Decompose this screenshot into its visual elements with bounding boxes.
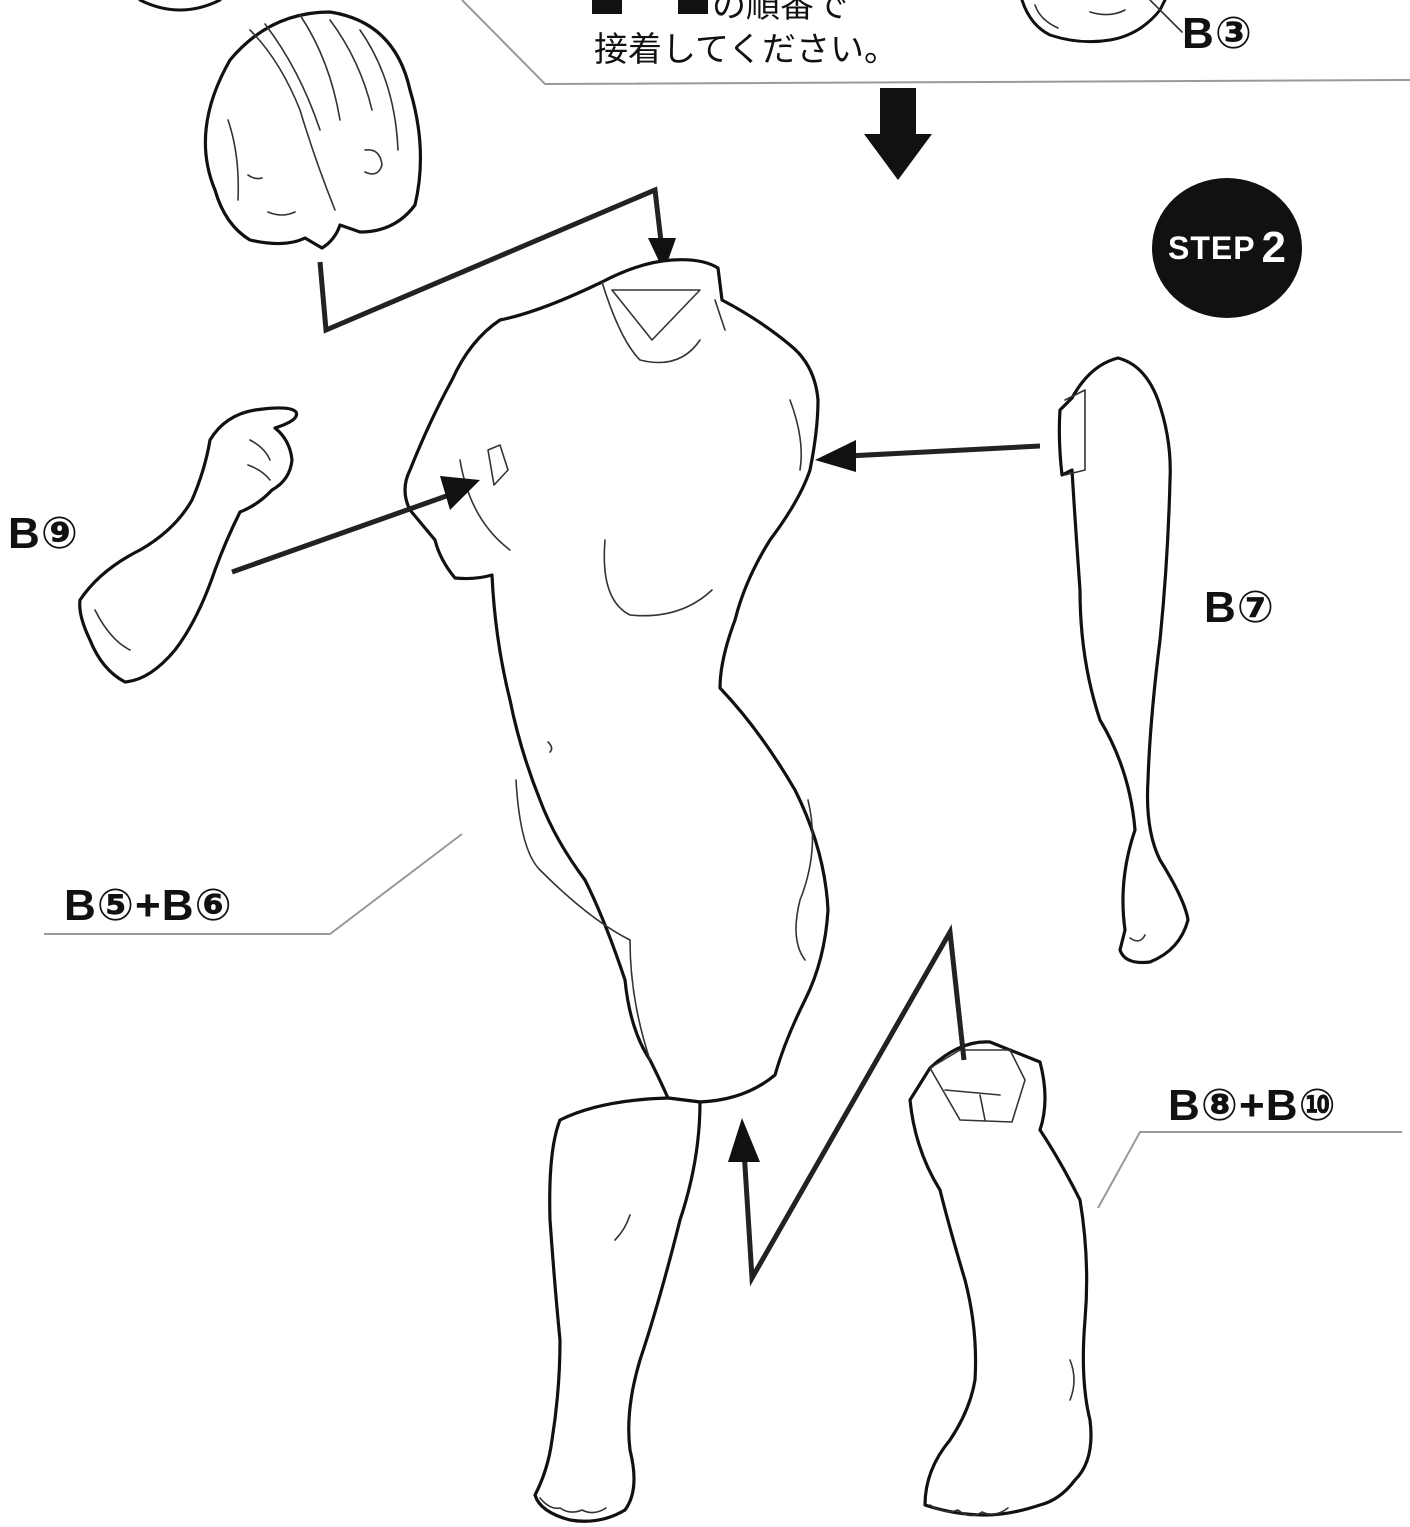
label-right-arm-b7: B⑦ bbox=[1204, 582, 1275, 633]
label-left-arm-b9: B⑨ bbox=[8, 508, 79, 559]
step-number: 2 bbox=[1262, 223, 1286, 273]
number-marker-2 bbox=[678, 0, 708, 14]
leg-label-pointer bbox=[1098, 1132, 1402, 1208]
face-detail-illustration bbox=[1022, 0, 1182, 42]
step-badge: STEP 2 bbox=[1152, 178, 1302, 318]
speech-tail bbox=[140, 0, 220, 10]
torso-part bbox=[405, 260, 828, 1102]
step-word: STEP bbox=[1168, 230, 1256, 267]
leg-arrowhead bbox=[728, 1118, 760, 1162]
right-arm-part bbox=[1059, 358, 1188, 963]
down-arrow bbox=[864, 88, 932, 180]
left-arm-part bbox=[80, 408, 297, 682]
torso-leg-part bbox=[535, 1098, 700, 1521]
right-arm-arrowhead bbox=[815, 440, 856, 472]
right-arm-leader-line bbox=[848, 446, 1040, 456]
instruction-line-2: 接着してください。 bbox=[594, 22, 898, 71]
label-head-b3: B③ bbox=[1182, 8, 1253, 59]
label-leg-b8-b10: B⑧+B⑩ bbox=[1168, 1080, 1337, 1131]
head-part bbox=[205, 12, 420, 248]
left-arm-leader-line bbox=[232, 494, 452, 572]
separate-leg-part bbox=[910, 1042, 1091, 1516]
label-torso-b5-b6: B⑤+B⑥ bbox=[64, 880, 233, 931]
number-marker-1 bbox=[592, 0, 622, 14]
